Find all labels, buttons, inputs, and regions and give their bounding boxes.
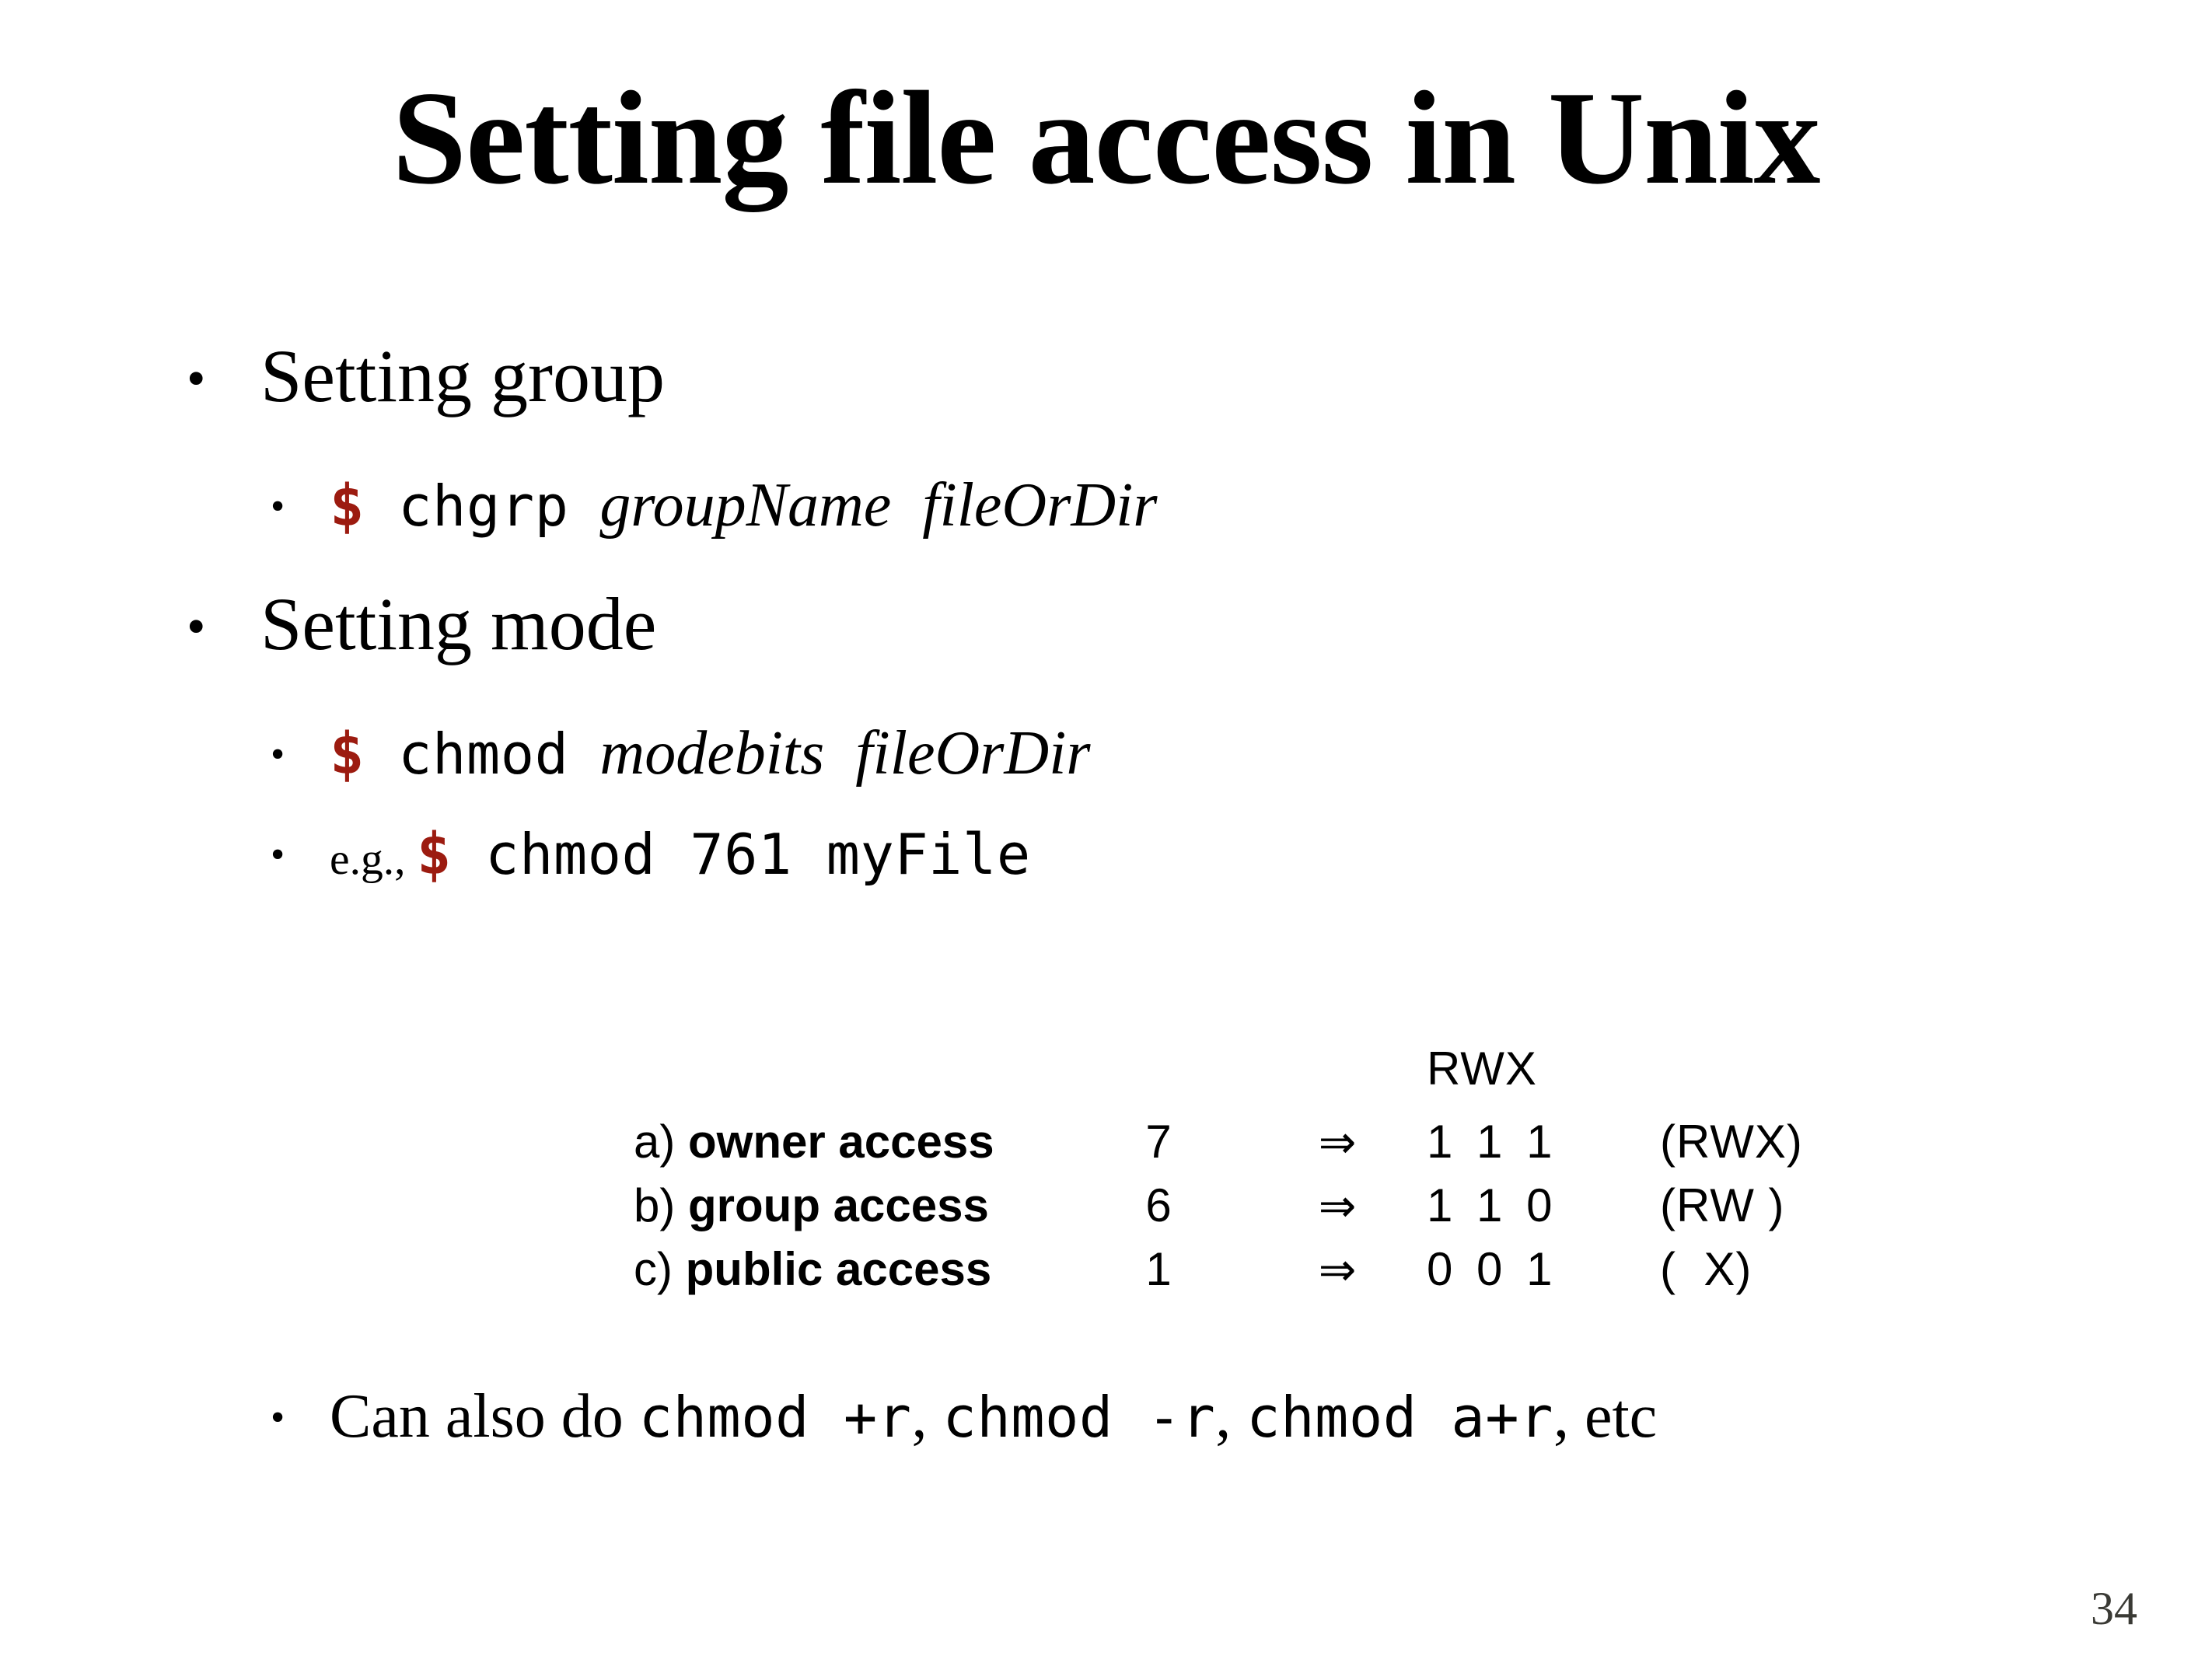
bullet-marker-icon: • (271, 1395, 285, 1440)
bullet-chmod-symbolic: • Can also do chmod +r, chmod -r, chmod … (0, 1382, 1657, 1452)
row-group-digit: 6 (1145, 1179, 1172, 1231)
row-group-bits: 1 1 0 (1427, 1179, 1558, 1231)
row-owner-index: a) (634, 1116, 676, 1168)
chmod-space (364, 721, 398, 787)
bullet-setting-group-label: Setting group (260, 334, 665, 417)
row-group-label: b) group access (634, 1182, 1069, 1246)
row-owner-name: owner access (688, 1116, 994, 1168)
spacer (0, 666, 2212, 719)
bullet-marker-icon: • (271, 732, 285, 777)
page-number: 34 (2091, 1583, 2137, 1634)
bullet-chmod-example: • e.g., $ chmod 761 myFile (0, 819, 2212, 889)
spacer (0, 418, 2212, 471)
mode-bits-table: RWX a) owner access 7 ⇒ 1 1 1 (RWX) b) g… (634, 1046, 1803, 1310)
bullet-setting-mode-label: Setting mode (260, 582, 657, 666)
chgrp-line: $ chgrp groupName fileOrDir (330, 471, 1157, 541)
row-owner-bits: 1 1 1 (1427, 1116, 1558, 1168)
table-row: a) owner access 7 ⇒ 1 1 1 (RWX) (634, 1119, 1803, 1182)
row-public-bits: 0 0 1 (1427, 1243, 1558, 1295)
chgrp-arg-fileordir: fileOrDir (922, 470, 1158, 540)
row-public-digit: 1 (1145, 1243, 1172, 1295)
header-rwx-label: RWX (1427, 1043, 1537, 1095)
chgrp-arg-groupname: groupName (599, 470, 892, 540)
slide-body: • Setting group • $ chgrp groupName file… (0, 334, 2212, 889)
chgrp-keyword: chgrp (398, 473, 569, 539)
bullet-marker-icon: • (187, 597, 206, 658)
chmod-space3 (824, 719, 855, 788)
page-title: Setting file access in Unix (392, 65, 1820, 212)
shell-prompt-dollar: $ (330, 473, 365, 540)
implies-arrow-icon: ⇒ (1318, 1245, 1357, 1295)
chmod-example-command: chmod 761 myFile (485, 822, 1031, 888)
symbolic-cmd-a-plus-r: chmod a+r (1246, 1385, 1553, 1450)
bullet-setting-mode: • Setting mode (0, 582, 2212, 666)
row-public-label: c) public access (634, 1246, 1069, 1310)
row-owner-letters: (RWX) (1660, 1116, 1803, 1168)
row-group-letters: (RW ) (1660, 1179, 1785, 1231)
spacer (0, 540, 2212, 582)
chgrp-command-name (364, 473, 398, 539)
chmod-symbolic-line: Can also do chmod +r, chmod -r, chmod a+… (330, 1382, 1657, 1452)
chmod-space2 (568, 719, 599, 788)
example-prefix: e.g., (330, 835, 417, 885)
bullet-marker-icon: • (187, 349, 206, 409)
header-digit-cell (1069, 1046, 1248, 1119)
symbolic-sep-1: , (911, 1382, 943, 1451)
symbolic-cmd-minus-r: chmod -r (942, 1385, 1216, 1450)
example-space (451, 822, 485, 887)
table-row: b) group access 6 ⇒ 1 1 0 (RW ) (634, 1182, 1803, 1246)
symbolic-cmd-plus-r: chmod +r (638, 1385, 912, 1450)
mode-bits-table-grid: RWX a) owner access 7 ⇒ 1 1 1 (RWX) b) g… (634, 1046, 1803, 1310)
row-group-name: group access (688, 1179, 989, 1231)
chmod-example-line: e.g., $ chmod 761 myFile (330, 819, 1031, 889)
symbolic-tail-text: , etc (1553, 1382, 1658, 1451)
row-group-index: b) (634, 1179, 676, 1231)
chmod-syntax-line: $ chmod modebits fileOrDir (330, 719, 1091, 789)
chmod-arg-fileordir: fileOrDir (855, 718, 1091, 788)
header-label-cell (634, 1046, 1069, 1119)
bullet-setting-group: • Setting group (0, 334, 2212, 418)
chmod-arg-modebits: modebits (599, 718, 825, 788)
row-owner-label: a) owner access (634, 1119, 1069, 1182)
symbolic-sep-2: , (1215, 1382, 1247, 1451)
bullet-marker-icon: • (271, 833, 285, 878)
chgrp-space (568, 471, 599, 540)
implies-arrow-icon: ⇒ (1318, 1181, 1357, 1231)
row-public-index: c) (634, 1243, 673, 1295)
header-arrow-cell (1248, 1046, 1427, 1119)
bullet-marker-icon: • (271, 484, 285, 529)
bullet-chmod-syntax: • $ chmod modebits fileOrDir (0, 719, 2212, 789)
table-row: c) public access 1 ⇒ 0 0 1 ( X) (634, 1246, 1803, 1310)
table-header-row: RWX (634, 1046, 1803, 1119)
header-letters-cell (1660, 1046, 1803, 1119)
shell-prompt-dollar: $ (416, 822, 452, 889)
chmod-keyword: chmod (398, 721, 569, 787)
shell-prompt-dollar: $ (330, 721, 365, 788)
chgrp-space2 (891, 471, 922, 540)
row-public-letters: ( X) (1660, 1243, 1752, 1295)
implies-arrow-icon: ⇒ (1318, 1117, 1357, 1168)
spacer (0, 788, 2212, 819)
bullet-chgrp-command: • $ chgrp groupName fileOrDir (0, 471, 2212, 541)
symbolic-lead-text: Can also do (330, 1382, 639, 1451)
row-public-name: public access (685, 1243, 992, 1295)
row-owner-digit: 7 (1145, 1116, 1172, 1168)
